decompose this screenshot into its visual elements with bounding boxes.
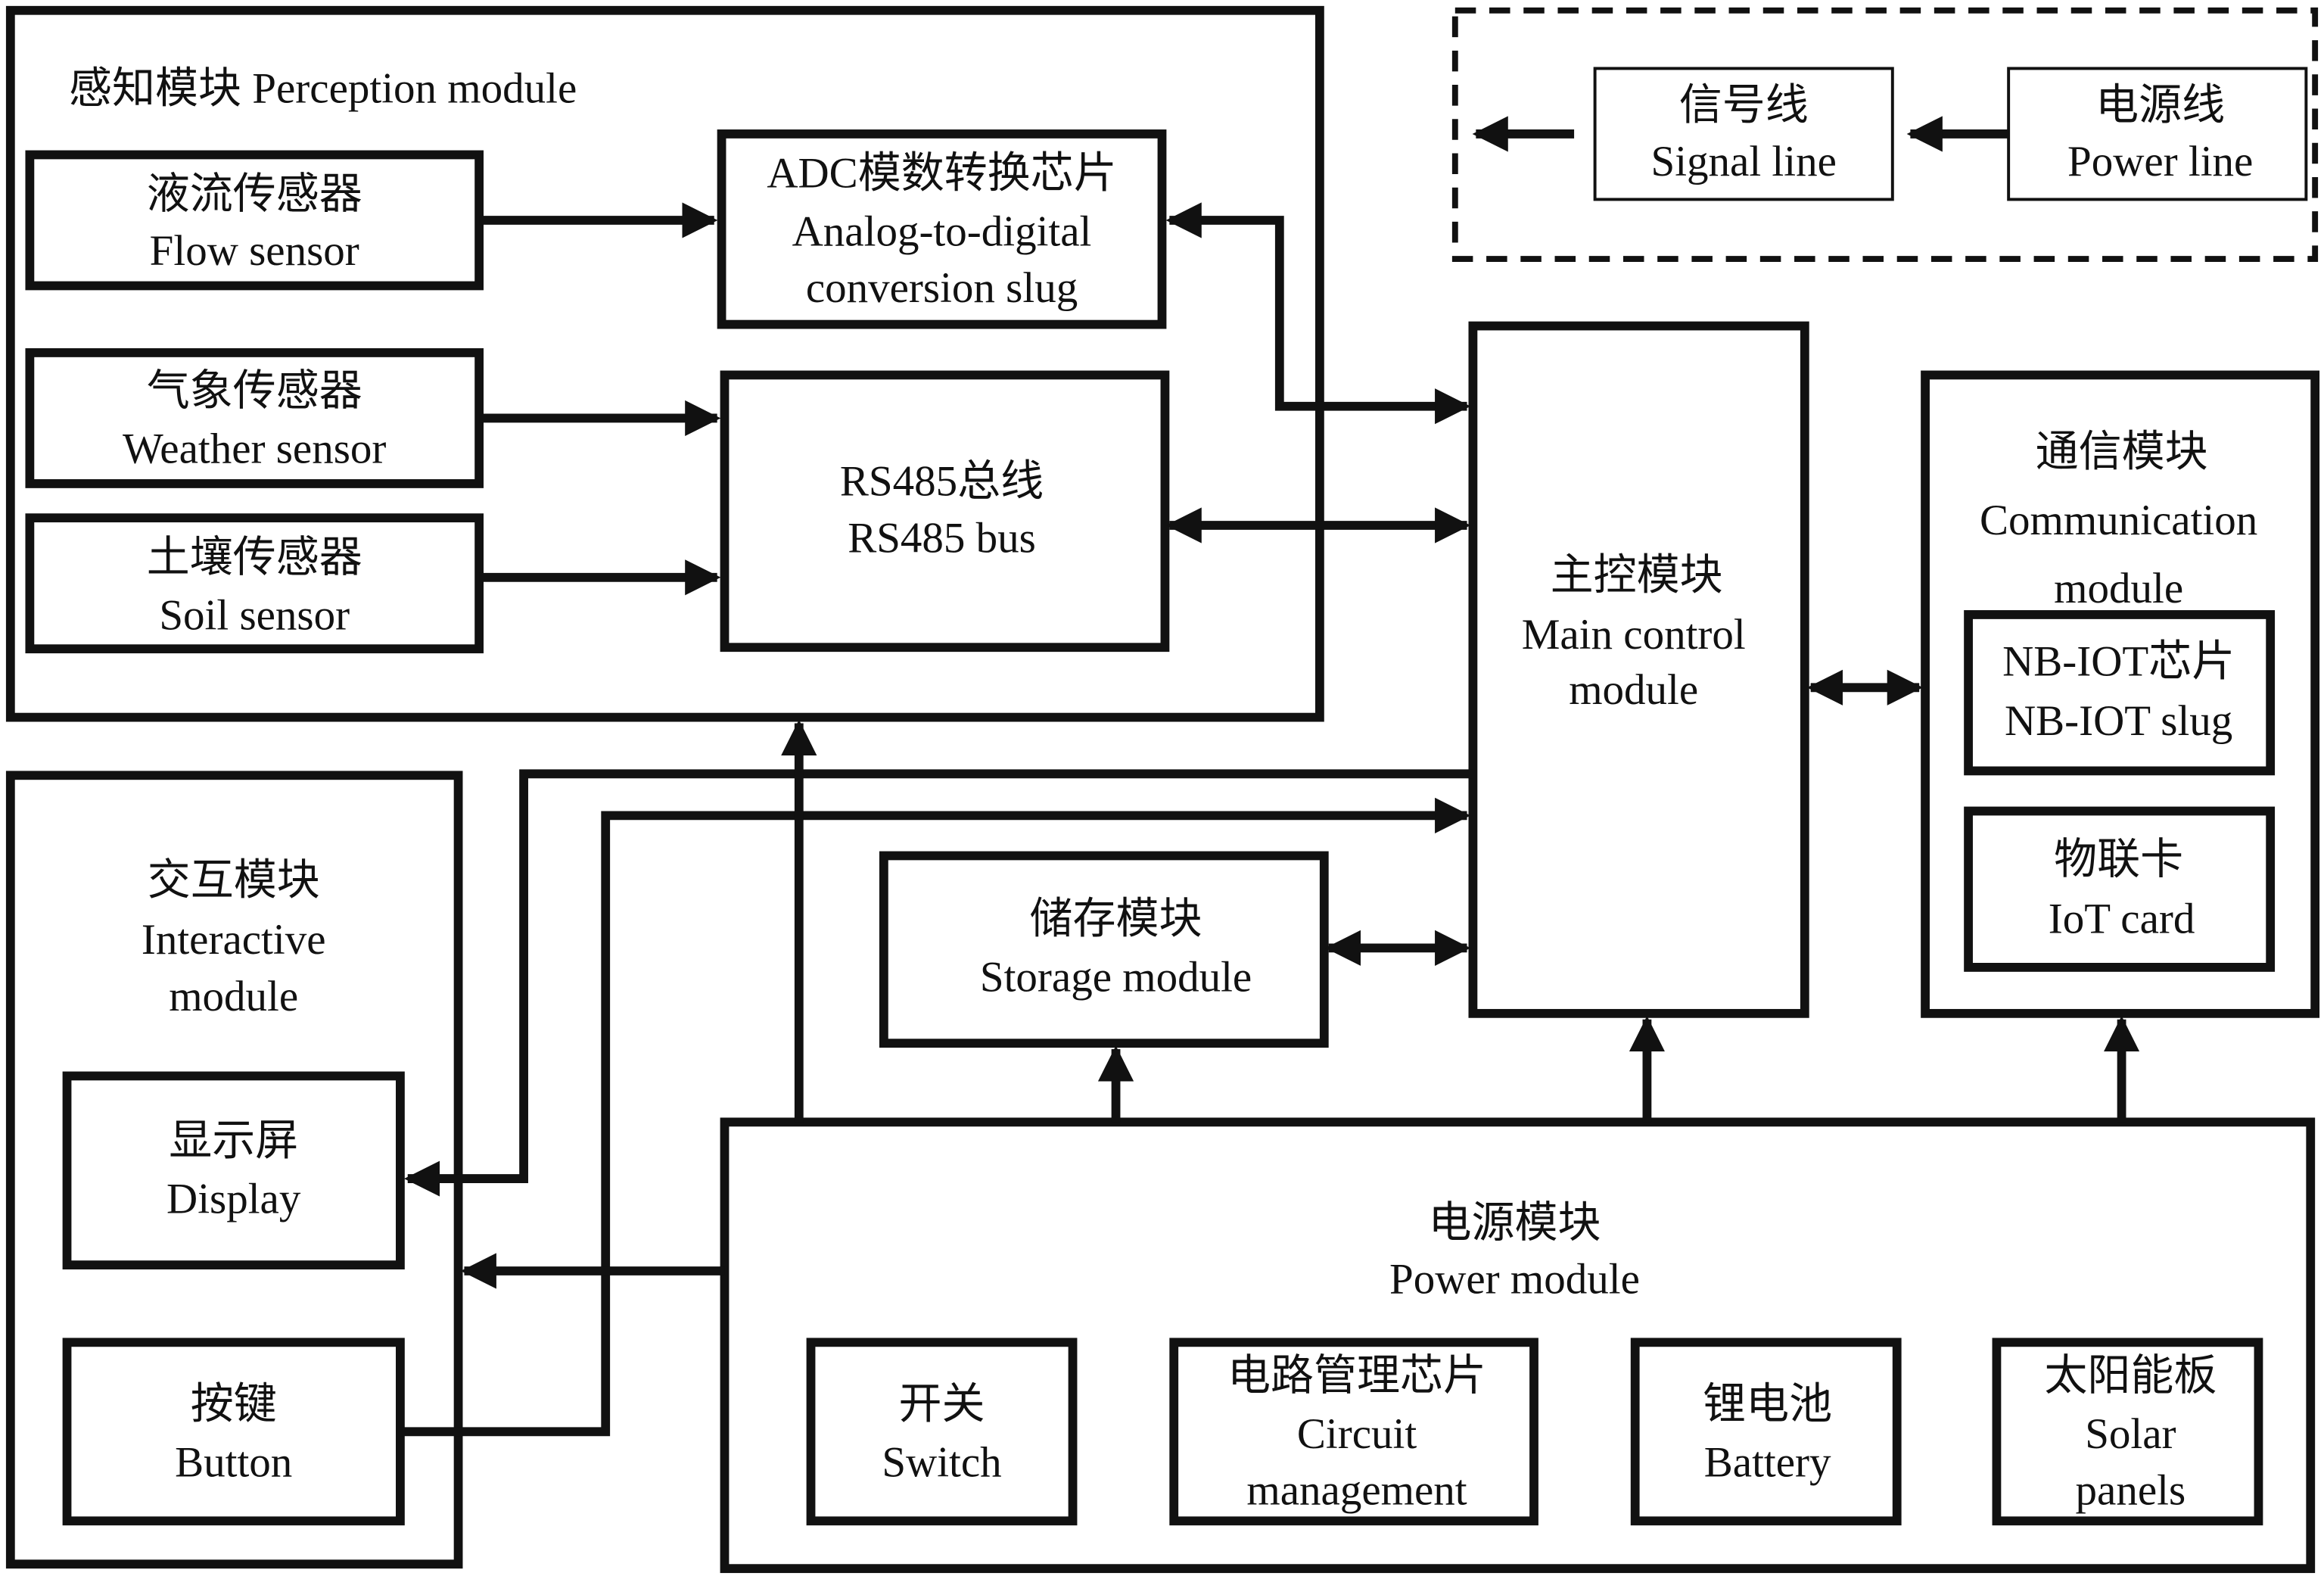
main-control-cn: 主控模块 — [1551, 552, 1723, 600]
rs485-box — [720, 370, 1170, 653]
solar-en-2: panels — [2076, 1467, 2186, 1515]
flow-sensor-box — [25, 150, 484, 291]
connectors — [400, 202, 2140, 1437]
power-title-en: Power module — [1389, 1255, 1640, 1303]
legend-signal-en: Signal line — [1651, 138, 1837, 185]
power-title-cn: 电源模块 — [1428, 1199, 1601, 1247]
adc-en-1: Analog-to-digital — [792, 207, 1092, 255]
button-box — [62, 1338, 405, 1526]
perception-module: 感知模块 Perception module 液流传感器 Flow sensor… — [5, 5, 1324, 722]
soil-sensor-cn: 土壤传感器 — [147, 534, 362, 581]
circuit-en-2: management — [1246, 1467, 1467, 1515]
comm-title-cn: 通信模块 — [2036, 428, 2208, 475]
battery-en: Battery — [1704, 1438, 1831, 1486]
nbiot-box — [1964, 610, 2276, 776]
legend: 信号线 Signal line 电源线 Power line — [1451, 7, 2319, 263]
soil-sensor-box — [25, 513, 484, 654]
weather-sensor-cn: 气象传感器 — [147, 367, 362, 415]
legend-power-cn: 电源线 — [2095, 81, 2225, 129]
solar-cn: 太阳能板 — [2044, 1352, 2217, 1400]
display-box — [62, 1071, 405, 1270]
arrow-button-to-main — [400, 797, 1471, 1437]
rs485-en: RS485 bus — [848, 514, 1036, 562]
nbiot-cn: NB-IOT芯片 — [2002, 638, 2235, 686]
flow-sensor-cn: 液流传感器 — [147, 170, 362, 218]
storage-en: Storage module — [980, 953, 1252, 1001]
button-cn: 按键 — [191, 1381, 277, 1428]
storage-box — [879, 851, 1329, 1048]
switch-box — [806, 1338, 1078, 1526]
interactive-title-en-2: module — [169, 973, 298, 1020]
comm-title-en-1: Communication — [1980, 497, 2257, 544]
switch-cn: 开关 — [899, 1381, 985, 1428]
solar-box — [1992, 1338, 2263, 1526]
button-en: Button — [175, 1438, 292, 1486]
rs485-cn: RS485总线 — [840, 458, 1044, 506]
comm-title-en-2: module — [2054, 565, 2183, 612]
arrow-adc-main — [1165, 202, 1471, 425]
perception-title: 感知模块 Perception module — [69, 65, 577, 113]
legend-power-en: Power line — [2067, 138, 2253, 185]
display-en: Display — [166, 1175, 301, 1222]
iot-card-box — [1964, 806, 2276, 972]
iot-card-en: IoT card — [2049, 895, 2195, 943]
interactive-title-cn: 交互模块 — [148, 857, 320, 905]
soil-sensor-en: Soil sensor — [159, 592, 350, 640]
storage-cn: 储存模块 — [1030, 895, 1202, 943]
weather-sensor-box — [25, 348, 484, 488]
flow-sensor-en: Flow sensor — [150, 227, 359, 275]
main-control-en-1: Main control — [1522, 611, 1746, 659]
main-control-en-2: module — [1569, 666, 1698, 714]
legend-signal-box — [1593, 67, 1894, 201]
battery-box — [1630, 1338, 1902, 1526]
switch-en: Switch — [882, 1438, 1001, 1486]
adc-cn: ADC模数转换芯片 — [767, 150, 1116, 198]
legend-signal-cn: 信号线 — [1679, 81, 1809, 129]
weather-sensor-en: Weather sensor — [123, 425, 386, 472]
power-module: 电源模块 Power module 开关 Switch 电路管理芯片 Circu… — [720, 1117, 2316, 1574]
legend-power-box — [2007, 67, 2308, 201]
main-control-box — [1468, 321, 1809, 1018]
circuit-box — [1169, 1338, 1538, 1526]
communication-module: 通信模块 Communication module NB-IOT芯片 NB-IO… — [1921, 370, 2320, 1018]
iot-card-cn: 物联卡 — [2054, 836, 2183, 883]
adc-box — [717, 129, 1167, 329]
nbiot-en: NB-IOT slug — [2005, 697, 2232, 745]
adc-en-2: conversion slug — [806, 264, 1078, 312]
circuit-en-1: Circuit — [1297, 1410, 1417, 1458]
battery-cn: 锂电池 — [1703, 1381, 1832, 1428]
display-cn: 显示屏 — [169, 1117, 298, 1165]
interactive-module: 交互模块 Interactive module 显示屏 Display 按键 B… — [5, 771, 463, 1569]
circuit-cn: 电路管理芯片 — [1227, 1352, 1486, 1400]
solar-en-1: Solar — [2085, 1410, 2176, 1458]
interactive-title-en-1: Interactive — [142, 916, 326, 964]
arrow-main-to-display — [404, 769, 1473, 1197]
